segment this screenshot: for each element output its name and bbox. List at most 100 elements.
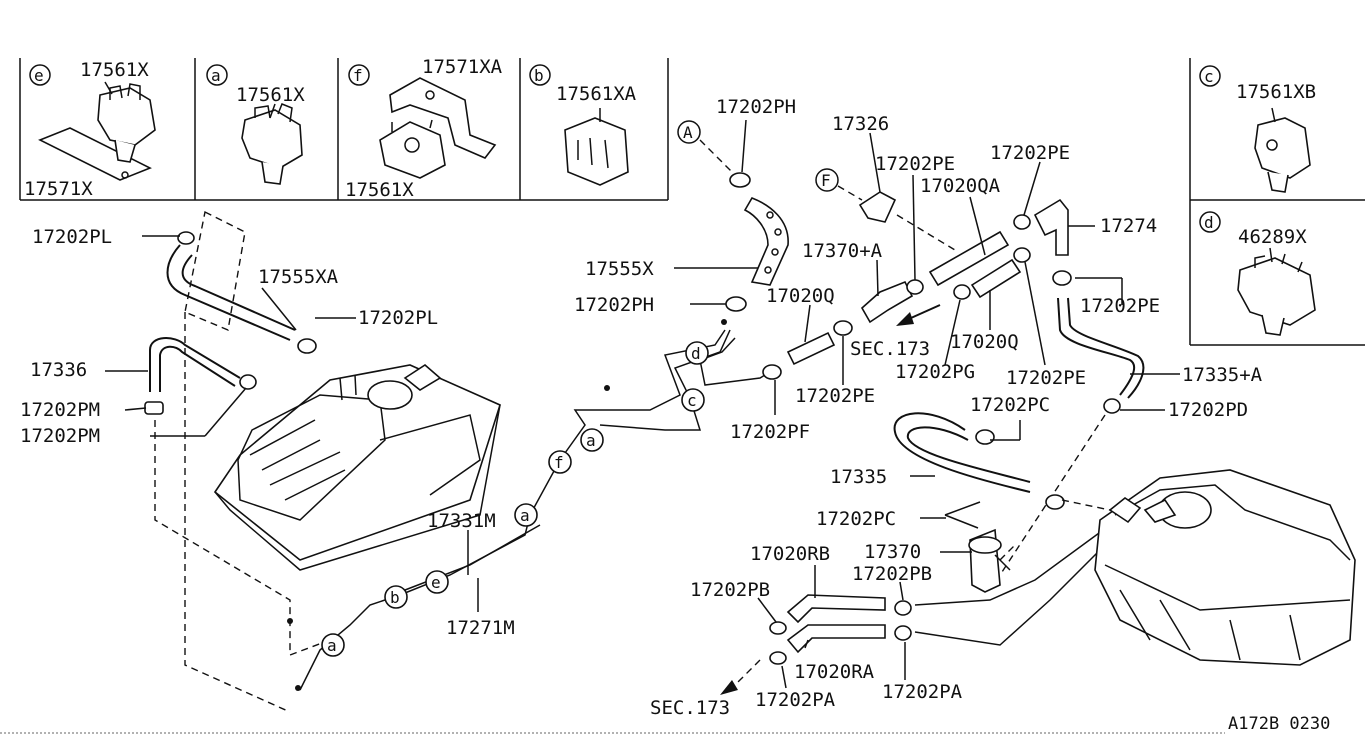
middle-vent-assembly: A d c a f a e b a — [287, 120, 853, 691]
hose-17555XA — [166, 244, 291, 341]
label-17020RA: 17020RA — [794, 661, 875, 683]
clamp-17202PF — [762, 364, 782, 380]
callout-f: f — [554, 453, 564, 472]
inset-panel-top-left — [19, 58, 669, 201]
clamp-17202PH-bottom — [725, 296, 747, 312]
label-17202PE-e: 17202PE — [795, 385, 875, 407]
left-tank-assembly — [144, 210, 501, 713]
label-17555X: 17555X — [585, 258, 654, 280]
clamp-17202PM-a — [144, 401, 164, 415]
clamp-17202PC-lower — [1045, 494, 1065, 510]
inset-d: d 46289X — [1199, 211, 1316, 336]
clamp-17202PA-left — [769, 651, 787, 665]
label-17202PE-b: 17202PE — [990, 142, 1070, 164]
label-SEC173-a: SEC.173 — [850, 338, 930, 360]
clip-shape — [241, 109, 303, 169]
clamp-17202PG — [953, 284, 971, 300]
label-17335A: 17335+A — [1182, 364, 1263, 386]
inset-a: a 17561X — [206, 64, 305, 185]
label-17202PL-b: 17202PL — [358, 307, 438, 329]
label-17331M: 17331M — [427, 510, 496, 532]
clamp-17202PB-left — [769, 621, 787, 635]
hose-17336 — [149, 337, 241, 392]
canister-assembly — [720, 412, 1356, 695]
label-17020Q-b: 17020Q — [950, 331, 1019, 353]
inset-b-letter: b — [534, 66, 544, 85]
inset-f-letter: f — [353, 66, 363, 85]
label-17202PE-c: 17202PE — [1080, 295, 1160, 317]
label-17274: 17274 — [1100, 215, 1157, 237]
bracket-shape — [38, 127, 152, 181]
label-17202PH-a: 17202PH — [716, 96, 796, 118]
label-17202PL-a: 17202PL — [32, 226, 112, 248]
label-17202PA-a: 17202PA — [755, 689, 836, 711]
label-17335: 17335 — [830, 466, 887, 488]
clamp-17202PE-lower — [1013, 247, 1031, 263]
inset-c: c 17561XB — [1199, 65, 1316, 193]
label-17202PC-b: 17202PC — [816, 508, 896, 530]
joint-17274 — [1033, 198, 1069, 256]
tube-17020Q-left — [786, 331, 836, 366]
hose-17335 — [893, 412, 1031, 493]
clip-shape — [97, 87, 156, 146]
callout-d: d — [691, 344, 701, 363]
label-17271M: 17271M — [446, 617, 515, 639]
label-17370: 17370 — [864, 541, 921, 563]
inset-d-letter: d — [1204, 213, 1214, 232]
label-17202PM-b: 17202PM — [20, 425, 100, 447]
label-17202PF: 17202PF — [730, 421, 810, 443]
clamp-17202PC-upper — [975, 429, 995, 445]
clamp-17202PD — [1103, 398, 1121, 414]
inset-panel-right — [1189, 58, 1365, 346]
callout-e: e — [431, 573, 441, 592]
label-17336: 17336 — [30, 359, 87, 381]
clamp-17202PA-right — [894, 625, 912, 641]
clamp-17202PL-top — [177, 231, 195, 245]
bracket-shape — [389, 77, 497, 159]
inset-f: f 17571XA 17561X — [345, 56, 503, 201]
inset-c-label-1: 17561XB — [1236, 81, 1316, 103]
label-17555XA: 17555XA — [258, 266, 339, 288]
inset-d-label-1: 46289X — [1238, 226, 1307, 248]
hose-17020RB — [786, 594, 886, 624]
label-17202PC-a: 17202PC — [970, 394, 1050, 416]
clip-shape — [379, 121, 446, 179]
label-SEC173-b: SEC.173 — [650, 697, 730, 719]
label-17202PH-b: 17202PH — [574, 294, 654, 316]
label-17202PA-b: 17202PA — [882, 681, 963, 703]
label-17020Q-a: 17020Q — [766, 285, 835, 307]
inset-b-label-1: 17561XA — [556, 83, 637, 105]
inset-a-letter: a — [211, 66, 221, 85]
inset-a-label-1: 17561X — [236, 84, 305, 106]
callout-a-1: a — [586, 431, 596, 450]
callout-b: b — [390, 588, 400, 607]
hose-17020RA — [786, 624, 886, 654]
part-17326 — [858, 191, 897, 223]
inset-e: e 17561X 17571X — [24, 59, 156, 200]
label-17202PD: 17202PD — [1168, 399, 1248, 421]
hose-17335A — [1057, 297, 1136, 396]
clamp-17202PL-bottom — [297, 338, 317, 354]
label-17020QA: 17020QA — [920, 175, 1001, 197]
clamp-17202PH-top — [729, 172, 751, 188]
tube-17020QA — [928, 230, 1010, 287]
reference-code: A172B 0230 — [1228, 714, 1330, 734]
label-17326: 17326 — [832, 113, 889, 135]
clamp-17202PE-right — [1052, 270, 1072, 286]
label-17202PE-d: 17202PE — [1006, 367, 1086, 389]
inset-f-label-2: 17561X — [345, 179, 414, 201]
clip-shape — [1254, 117, 1311, 179]
valve-17370A — [860, 280, 914, 324]
clamp-17202PE-upper — [1013, 214, 1031, 230]
callout-a-3: a — [327, 636, 337, 655]
callout-A: A — [683, 123, 693, 142]
inset-f-label-1: 17571XA — [422, 56, 503, 78]
label-17202PM-a: 17202PM — [20, 399, 100, 421]
callout-c: c — [687, 391, 697, 410]
clamp-17202PB-right — [894, 600, 912, 616]
inset-e-label-1: 17561X — [80, 59, 149, 81]
fuel-tank-right — [1094, 469, 1356, 666]
label-17020RB: 17020RB — [750, 543, 830, 565]
clip-shape — [564, 117, 629, 186]
